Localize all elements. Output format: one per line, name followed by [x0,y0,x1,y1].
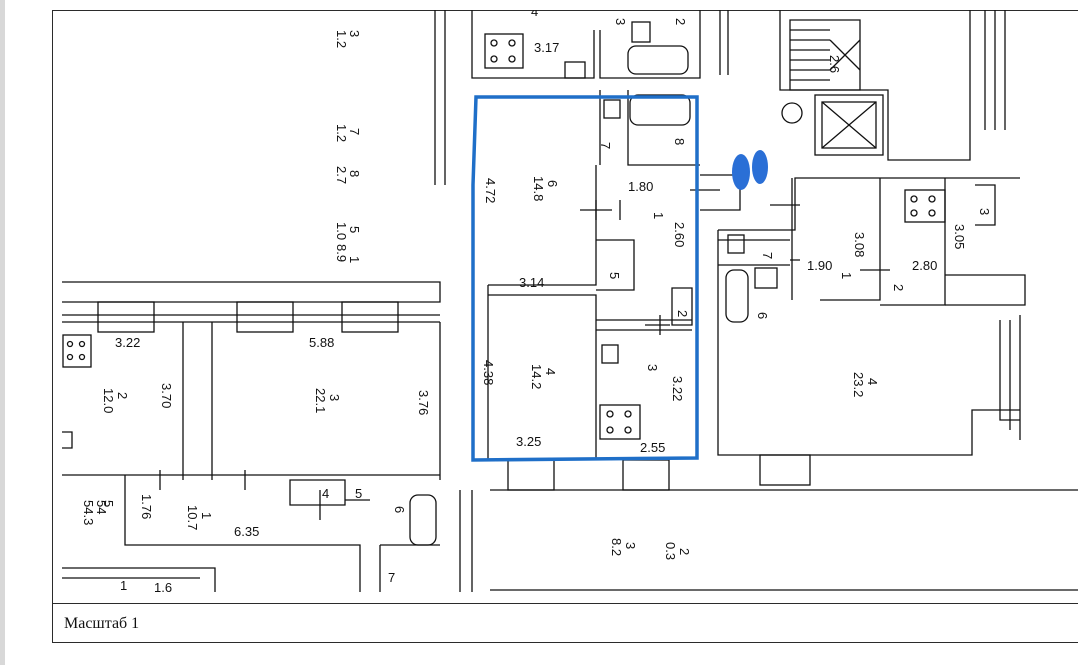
label-r8: 8 [347,170,362,177]
label-right-bath: 6 [755,312,770,319]
label-right-living-area: 23.2 [851,372,866,397]
label-r7: 7 [347,128,362,135]
label-kitchen3-width: 2.55 [640,440,665,455]
label-room-left-height: 3.76 [416,390,431,415]
label-kitchen-left-number: 2 [115,392,130,399]
walls [62,10,1078,592]
scale-footer: Масштаб 1 [52,603,1078,643]
label-r8-area: 2.7 [334,166,349,184]
label-kitchen-left-area: 12.0 [101,388,116,413]
label-bottom-number: 2 [677,548,692,555]
label-right-hall-length: 1.90 [807,258,832,273]
label-bl-n1: 5 [101,500,116,507]
label-bl-a1: 54 [94,500,109,514]
label-bl-bath5: 5 [355,486,362,501]
label-room-left-area: 22.1 [313,388,328,413]
label-right-living-number: 4 [865,378,880,385]
label-kitchen3-length: 3.22 [670,376,685,401]
label-bl-fragment-16: 1.6 [154,580,172,595]
label-bottom-number2: 3 [623,542,638,549]
label-bath7: 7 [598,142,613,149]
label-bl-bath6: 6 [392,506,407,513]
label-top-n2: 2 [673,18,688,25]
label-bl-number: 1 [199,512,214,519]
label-corridor-width: 2.60 [672,222,687,247]
label-r7-area: 1.2 [334,124,349,142]
label-bath5: 5 [607,272,622,279]
label-right-kitchen-length: 2.80 [912,258,937,273]
label-right-kitchen-n3: 3 [977,208,992,215]
floor-plan-drawing: 3 1.2 7 1.2 8 2.7 5 1 1.0 8.9 3.17 4 3 2… [62,10,1078,595]
label-r5-area: 1.0 [334,222,349,240]
label-room-split: 3.14 [519,275,544,290]
label-bl-length: 1.76 [139,494,154,519]
plan-frame [52,10,1078,643]
label-kitchen-left-length: 3.22 [115,335,140,350]
label-r3-top: 3 [347,30,362,37]
label-right-kitchen-width: 3.05 [952,224,967,249]
label-corridor-length: 1.80 [628,179,653,194]
label-kitchen-left-height: 3.70 [159,383,174,408]
left-edge-strip [0,0,5,665]
room-labels: 3 1.2 7 1.2 8 2.7 5 1 1.0 8.9 3.17 4 3 2… [81,10,992,595]
apartment-highlight-outline[interactable] [471,95,699,462]
label-corridor-number: 1 [651,212,666,219]
label-r1: 1 [347,256,362,263]
scale-label: Масштаб 1 [64,615,140,632]
label-room6-area: 14.8 [531,176,546,201]
label-bl-area: 10.7 [185,505,200,530]
label-wc2: 2 [675,310,690,317]
label-closet8: 8 [672,138,687,145]
label-room-left-length: 5.88 [309,335,334,350]
label-right-hall-width: 3.08 [852,232,867,257]
label-bl-corridor: 6.35 [234,524,259,539]
label-bottom-area: 0.3 [663,542,678,560]
label-room6: 6 [545,180,560,187]
label-kitchen3: 3 [645,364,660,371]
label-room4-length: 3.25 [516,434,541,449]
label-room4: 4 [543,368,558,375]
blue-ink-mark [732,150,768,190]
label-r3-top-area: 1.2 [334,30,349,48]
label-room6-width: 4.72 [483,178,498,203]
label-room4-area: 14.2 [529,364,544,389]
label-right-wc: 7 [760,252,775,259]
label-bl-wc7: 7 [388,570,395,585]
label-stair: 2.6 [827,55,842,73]
label-room-left-number: 3 [327,394,342,401]
label-bl-a2: 54.3 [81,500,96,525]
label-top-n3: 3 [613,18,628,25]
label-right-hall-number: 1 [839,272,854,279]
label-room4-width: 4.38 [481,360,496,385]
label-bl-fragment-1: 1 [120,578,127,593]
label-kitchen-top: 3.17 [534,40,559,55]
label-bottom-area2: 8.2 [609,538,624,556]
label-right-kitchen-number: 2 [891,284,906,291]
label-r1-area: 8.9 [334,244,349,262]
label-r5: 5 [347,226,362,233]
floor-plan[interactable]: 3 1.2 7 1.2 8 2.7 5 1 1.0 8.9 3.17 4 3 2… [52,10,1078,603]
label-bl-bath4: 4 [322,486,329,501]
label-top-n4: 4 [531,10,538,19]
